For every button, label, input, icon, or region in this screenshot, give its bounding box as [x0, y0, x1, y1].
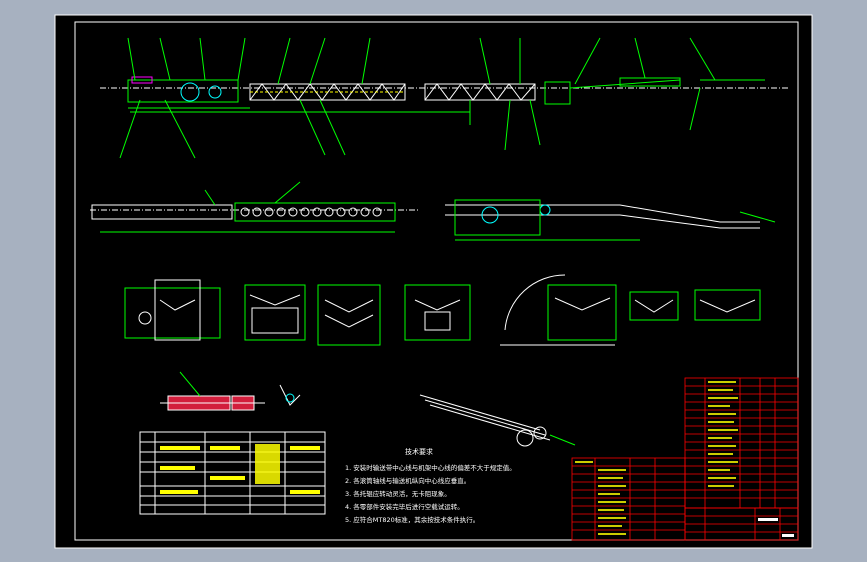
bom-text-fill	[575, 381, 738, 535]
plan-view-left	[90, 181, 420, 233]
tech-requirement-line-4: 4. 各零部件安装完毕后进行空载试运转。	[345, 502, 464, 511]
side-view-right	[445, 199, 776, 241]
parameter-table	[139, 431, 326, 515]
tech-requirement-line-2: 2. 各滚筒轴线与输送机纵向中心线应垂直。	[345, 476, 470, 485]
drawing-sheet	[55, 15, 812, 548]
tech-requirement-line-1: 1. 安装时输送带中心线与机架中心线的偏差不大于规定值。	[345, 463, 516, 472]
title-block-name-mark	[758, 518, 778, 521]
small-detail	[279, 384, 301, 406]
tech-requirements-title: 技术要求	[405, 447, 433, 456]
tech-requirement-line-3: 3. 各托辊应转动灵活，无卡阻现象。	[345, 489, 451, 498]
inner-frame	[74, 21, 799, 541]
technical-requirements: 技术要求 1. 安装时输送带中心线与机架中心线的偏差不大于规定值。 2. 各滚筒…	[345, 447, 516, 524]
tech-requirement-line-5: 5. 应符合MT820标准，其余按技术条件执行。	[345, 515, 479, 524]
bill-of-materials	[571, 377, 799, 541]
title-block-code-mark	[782, 534, 794, 537]
outer-frame	[54, 14, 813, 549]
title-block	[684, 507, 799, 541]
belt-joint-detail	[160, 371, 265, 411]
inclined-detail-view	[419, 394, 576, 447]
main-elevation-view	[100, 37, 790, 159]
cross-section-row	[124, 274, 761, 346]
